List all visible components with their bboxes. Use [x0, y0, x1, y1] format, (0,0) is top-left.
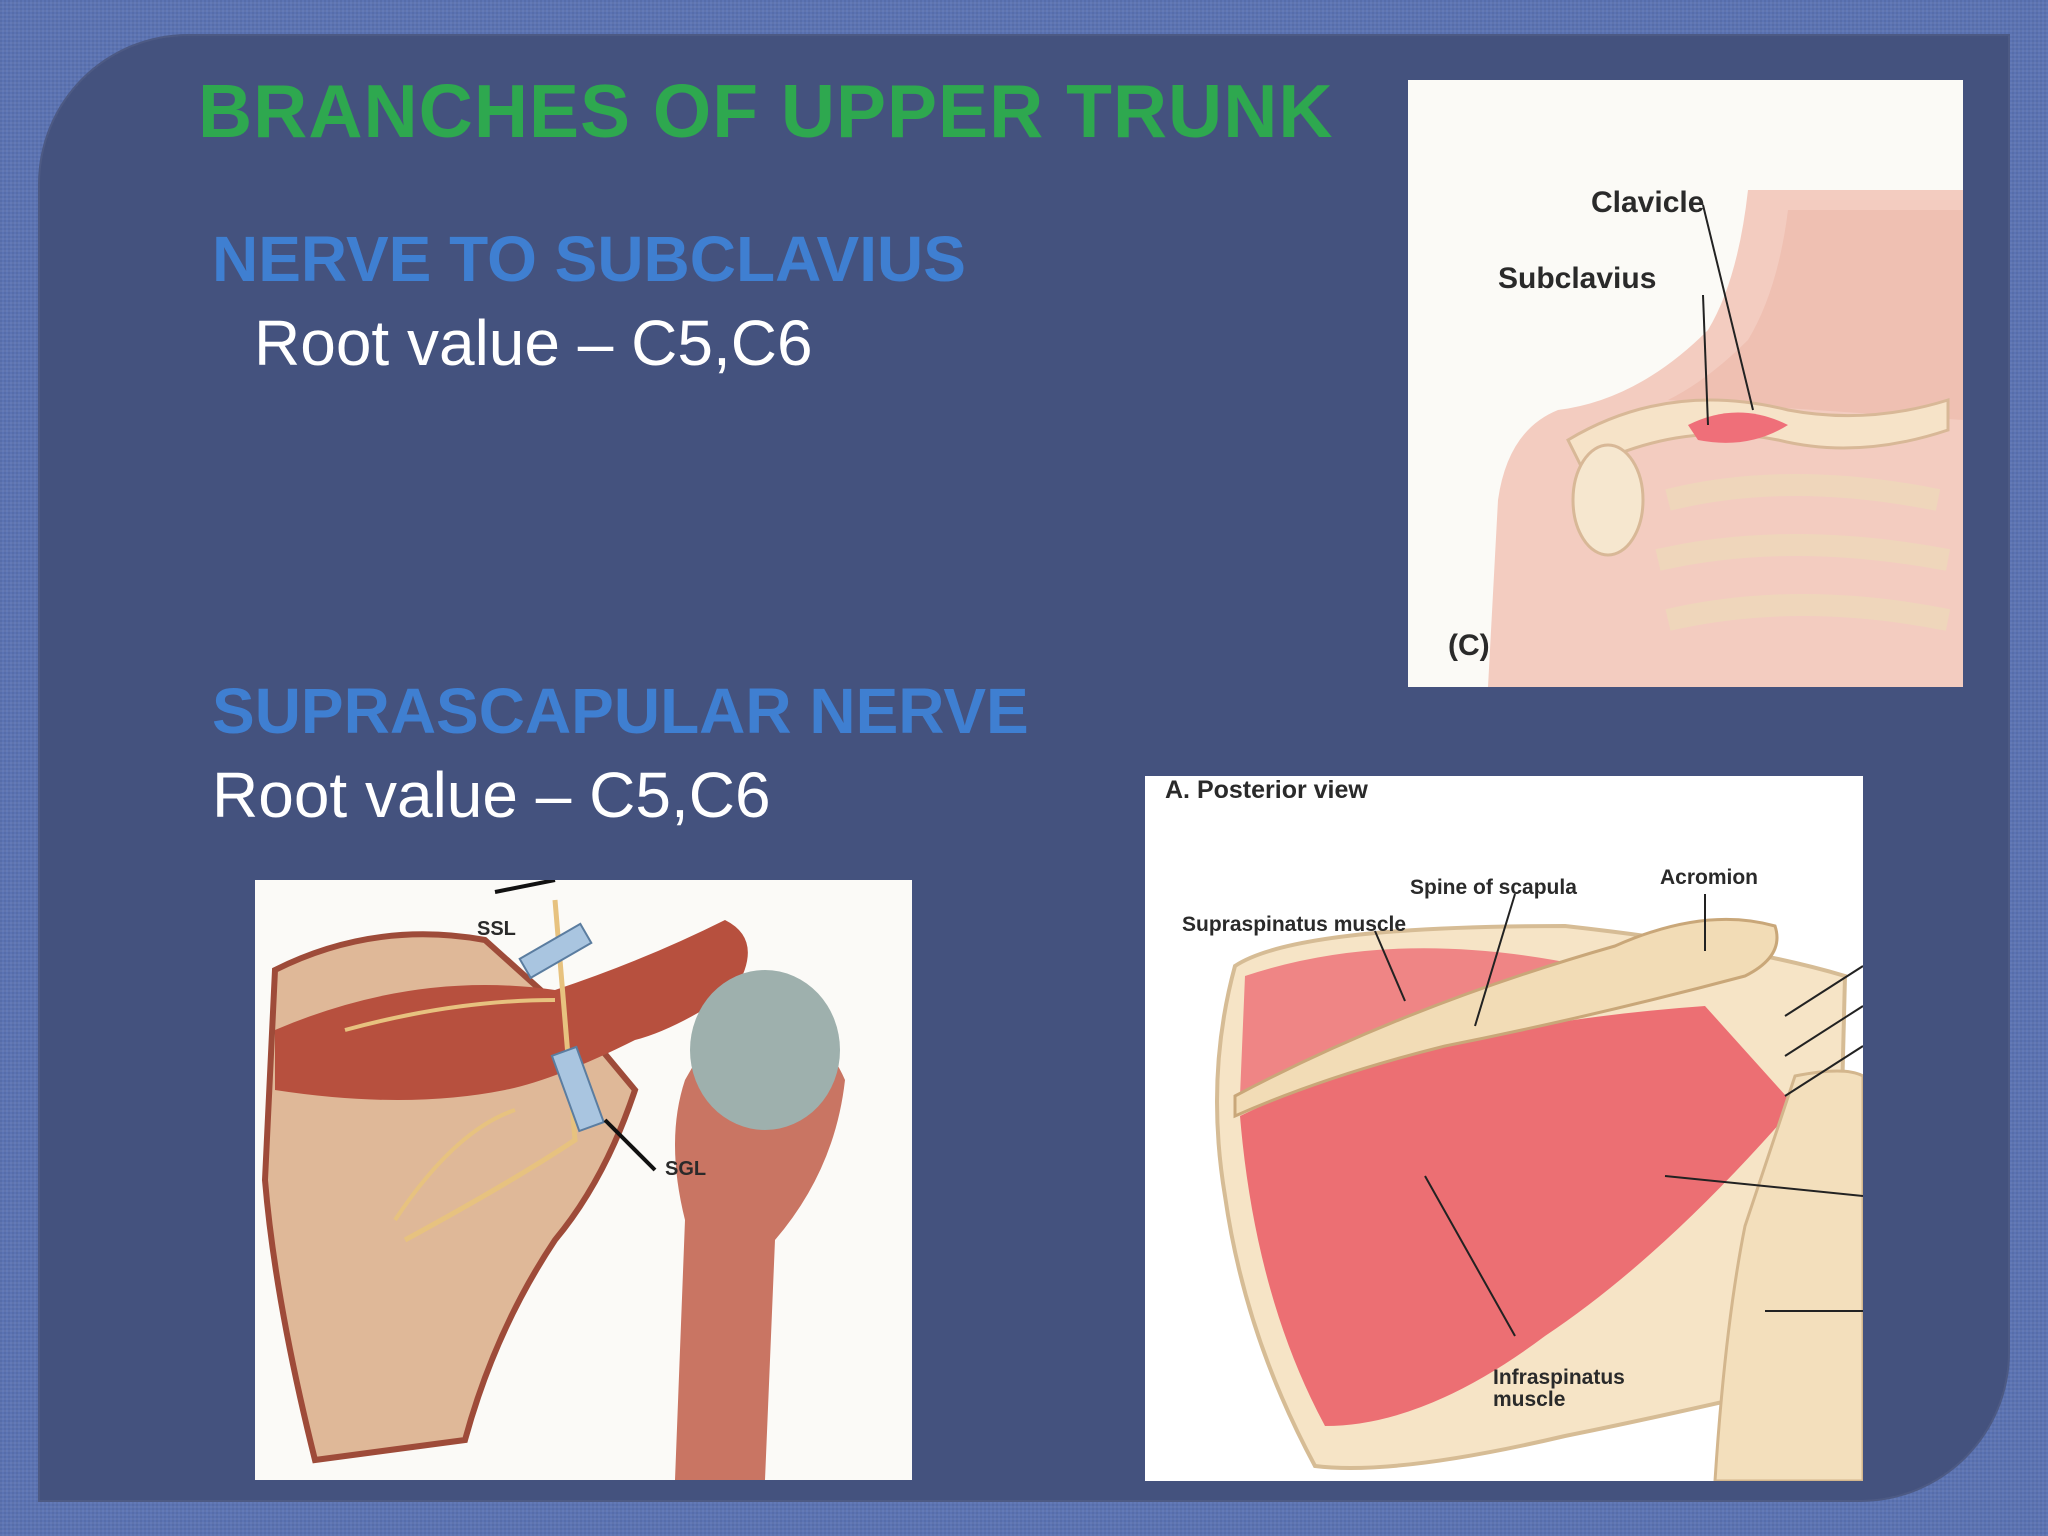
scapula-ligaments-figure: SSL SGL [255, 880, 912, 1480]
clavicle-label: Clavicle [1591, 186, 1704, 219]
heading-suprascapular-nerve: SUPRASCAPULAR NERVE [212, 675, 1029, 747]
sgl-label: SGL [665, 1158, 706, 1180]
supraspinatus-label: Supraspinatus muscle [1182, 913, 1406, 936]
subclavius-figure: Clavicle Subclavius (C) [1408, 80, 1963, 687]
root-value-subclavius: Root value – C5,C6 [254, 307, 813, 379]
slide-title: BRANCHES OF UPPER TRUNK [198, 69, 1334, 153]
infraspinatus-label-line2: muscle [1493, 1388, 1565, 1411]
posterior-view-figure: A. Posterior view Spine of scapula Acrom… [1145, 776, 1863, 1481]
posterior-view-label: A. Posterior view [1165, 776, 1368, 804]
root-value-suprascapular: Root value – C5,C6 [212, 759, 771, 831]
infraspinatus-label: Infraspinatus [1493, 1366, 1625, 1389]
heading-nerve-to-subclavius: NERVE TO SUBCLAVIUS [212, 223, 966, 295]
panel-c-label: (C) [1448, 629, 1490, 662]
subclavius-label: Subclavius [1498, 262, 1656, 295]
acromion-label: Acromion [1660, 866, 1758, 889]
ssl-label: SSL [477, 918, 516, 940]
spine-of-scapula-label: Spine of scapula [1410, 876, 1577, 899]
